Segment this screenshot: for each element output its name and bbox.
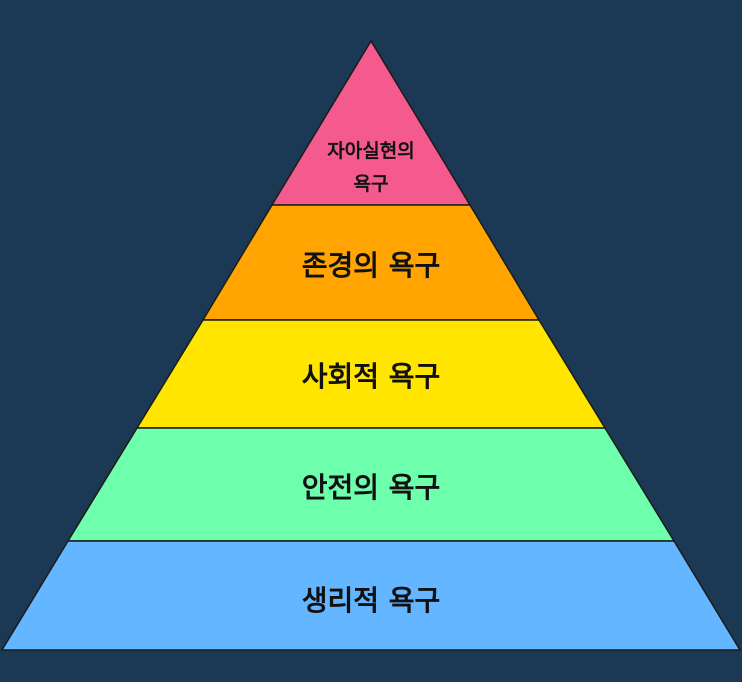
pyramid-level-safety-label: 안전의 욕구 [302, 471, 441, 504]
pyramid-level-esteem-label: 존경의 욕구 [302, 249, 441, 282]
pyramid-level-self-actualization-label-line-2: 욕구 [354, 173, 389, 195]
pyramid-level-social-label: 사회적 욕구 [302, 360, 441, 393]
pyramid-level-physiological: 생리적 욕구 [0, 540, 742, 651]
pyramid-level-safety: 안전의 욕구 [66, 427, 676, 542]
pyramid-level-social: 사회적 욕구 [135, 319, 607, 429]
pyramid-level-self-actualization-label-line-1: 자아실현의 [327, 140, 414, 162]
pyramid-level-physiological-shape [0, 540, 742, 651]
pyramid-level-physiological-label: 생리적 욕구 [302, 584, 441, 617]
pyramid-level-esteem: 존경의 욕구 [201, 204, 541, 321]
